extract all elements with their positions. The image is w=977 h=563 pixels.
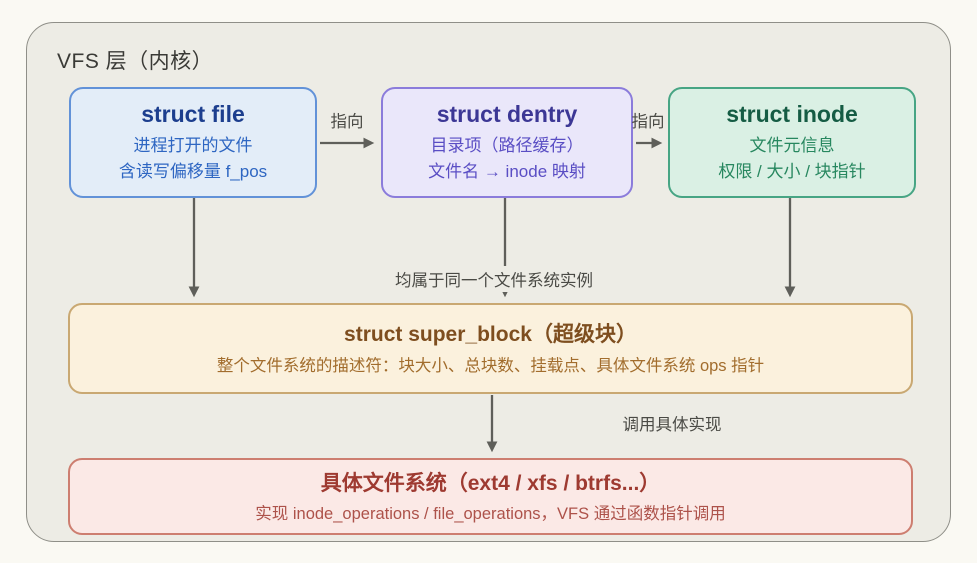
struct-file-title: struct file	[141, 101, 245, 127]
concrete-fs-line1: 实现 inode_operations / file_operations，VF…	[255, 504, 726, 523]
struct-dentry-title: struct dentry	[436, 101, 578, 127]
struct-inode-title: struct inode	[726, 101, 858, 127]
node-concrete-fs: 具体文件系统（ext4 / xfs / btrfs...） 实现 inode_o…	[68, 458, 913, 535]
node-super-block: struct super_block（超级块） 整个文件系统的描述符：块大小、总…	[68, 303, 913, 394]
struct-file-line2: 含读写偏移量 f_pos	[118, 161, 268, 181]
struct-dentry-line1: 目录项（路径缓存）	[430, 136, 584, 155]
concrete-fs-title: 具体文件系统（ext4 / xfs / btrfs...）	[320, 471, 661, 495]
super-block-line1: 整个文件系统的描述符：块大小、总块数、挂载点、具体文件系统 ops 指针	[216, 357, 765, 376]
struct-inode-line1: 文件元信息	[749, 136, 835, 155]
node-struct-file: struct file 进程打开的文件 含读写偏移量 f_pos	[69, 87, 317, 198]
label-points-to-1: 指向	[330, 113, 364, 131]
node-struct-dentry: struct dentry 目录项（路径缓存） 文件名 → inode 映射	[381, 87, 633, 198]
struct-inode-line2: 权限 / 大小 / 块指针	[718, 161, 866, 181]
struct-file-line1: 进程打开的文件	[133, 136, 253, 155]
struct-dentry-line2: 文件名 → inode 映射	[428, 161, 586, 181]
label-points-to-2: 指向	[631, 113, 665, 131]
node-struct-inode: struct inode 文件元信息 权限 / 大小 / 块指针	[668, 87, 916, 198]
label-call-impl: 调用具体实现	[622, 416, 722, 434]
super-block-title: struct super_block（超级块）	[344, 323, 637, 347]
frame-title: VFS 层（内核）	[57, 50, 214, 73]
label-same-fs-instance: 均属于同一个文件系统实例	[389, 266, 599, 292]
